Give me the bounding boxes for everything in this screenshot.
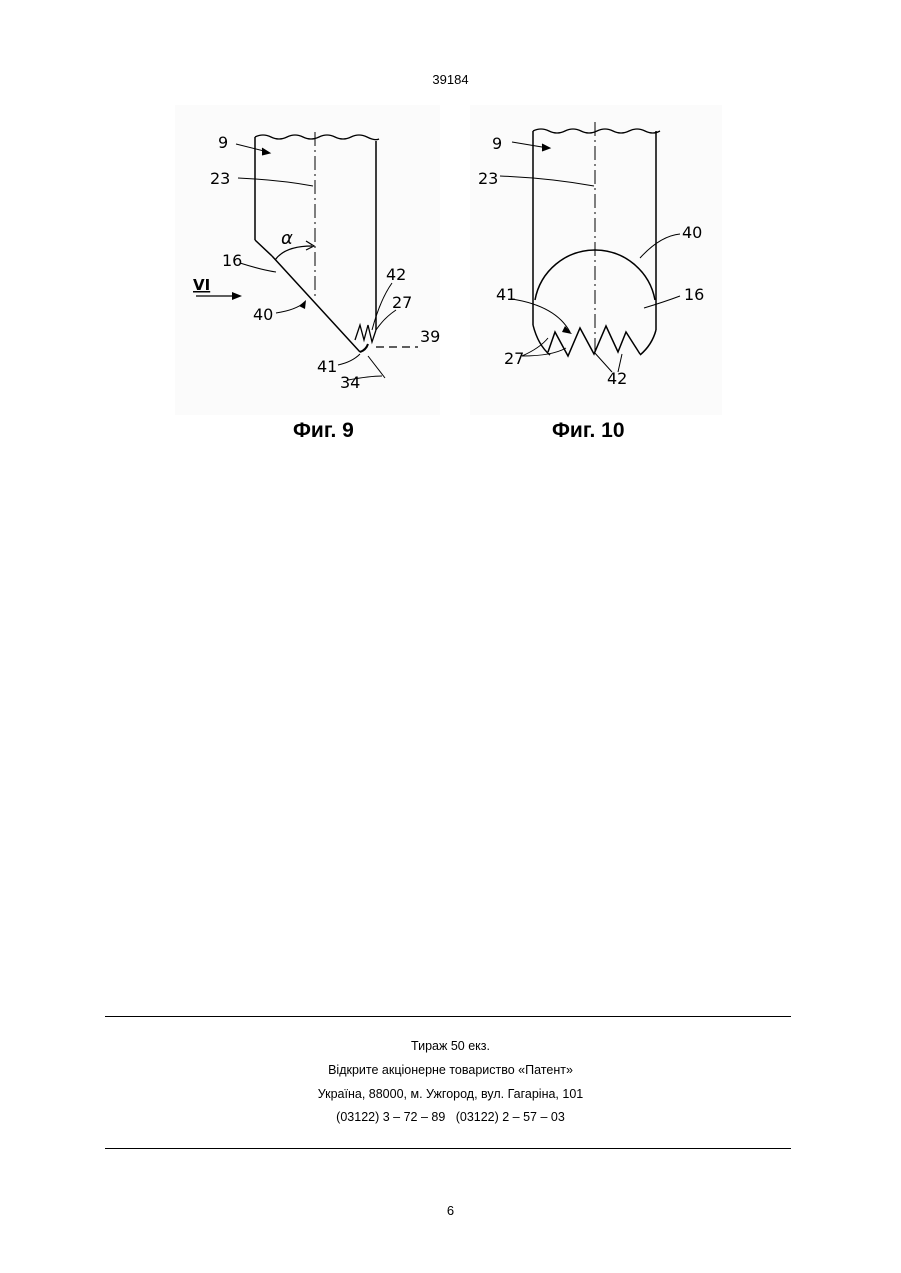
label-27: 27 xyxy=(504,349,524,368)
imprint-address: Україна, 88000, м. Ужгород, вул. Гагарін… xyxy=(0,1087,901,1101)
figure-9: 9 23 α 16 VI 40 42 27 39 41 34 Фиг. 9 xyxy=(175,105,440,450)
label-27: 27 xyxy=(392,293,412,312)
label-16: 16 xyxy=(222,251,242,270)
label-VI: VI xyxy=(193,276,210,294)
label-40: 40 xyxy=(682,223,702,242)
label-alpha: α xyxy=(281,228,293,249)
label-23: 23 xyxy=(478,169,498,188)
label-34: 34 xyxy=(340,373,360,392)
label-41: 41 xyxy=(496,285,516,304)
label-9: 9 xyxy=(492,134,502,153)
label-40: 40 xyxy=(253,305,273,324)
figure-10-caption: Фиг. 10 xyxy=(552,419,625,443)
patent-number: 39184 xyxy=(0,72,901,87)
figure-10-drawing: 9 23 40 41 16 27 42 xyxy=(470,105,722,415)
imprint-publisher: Відкрите акціонерне товариство «Патент» xyxy=(0,1063,901,1077)
figure-9-drawing: 9 23 α 16 VI 40 42 27 39 41 34 xyxy=(175,105,440,415)
label-23: 23 xyxy=(210,169,230,188)
label-16: 16 xyxy=(684,285,704,304)
figure-9-caption: Фиг. 9 xyxy=(293,419,354,443)
label-42: 42 xyxy=(386,265,406,284)
label-9: 9 xyxy=(218,133,228,152)
imprint-top-rule xyxy=(105,1016,791,1017)
page-number: 6 xyxy=(0,1203,901,1218)
imprint-bottom-rule xyxy=(105,1148,791,1149)
figure-10: 9 23 40 41 16 27 42 Фиг. 10 xyxy=(470,105,722,450)
label-42: 42 xyxy=(607,369,627,388)
imprint-phones: (03122) 3 – 72 – 89 (03122) 2 – 57 – 03 xyxy=(0,1110,901,1124)
label-39: 39 xyxy=(420,327,440,346)
label-41: 41 xyxy=(317,357,337,376)
imprint-circulation: Тираж 50 екз. xyxy=(0,1039,901,1053)
